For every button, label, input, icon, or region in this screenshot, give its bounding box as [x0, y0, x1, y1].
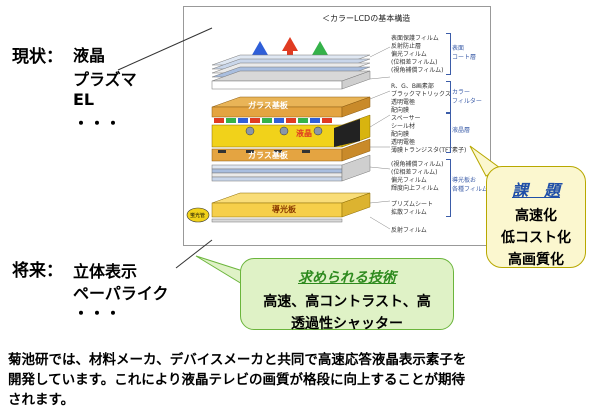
leader-lines — [369, 46, 391, 230]
challenge-line: 高画質化 — [508, 252, 564, 268]
footer-description: 菊池研では、材料メーカ、デバイスメーカと共同で高速応答液晶表示素子を 開発してい… — [8, 350, 586, 410]
required-title: 求められる技術 — [298, 270, 396, 286]
footer-line: 開発しています。これにより液晶テレビの画質が格段に向上することが期待 — [8, 372, 465, 388]
layer-label: 反射フィルム — [391, 227, 427, 234]
challenge-line: 高速化 — [515, 208, 557, 224]
layer-label: (位相差フィルム) — [391, 59, 438, 66]
fluorescent-lamp-icon — [186, 207, 210, 223]
required-tech-callout: 求められる技術 高速、高コントラスト、高 透過性シャッター — [240, 258, 454, 332]
color-filter-pixels — [214, 118, 332, 123]
bottom-glass-substrate — [211, 138, 371, 162]
layer-label: 表面保護フィルム — [391, 35, 439, 42]
lamp-label: 蛍光管 — [190, 213, 206, 219]
lcd-structure-diagram: ＜カラーLCDの基本構造 — [183, 6, 491, 246]
layer-label: シール材 — [391, 123, 416, 130]
light-arrow-green-icon — [312, 41, 328, 67]
current-item-plasma: プラズマ — [73, 70, 137, 89]
challenge-title: 課 題 — [511, 181, 560, 200]
light-guide-plate — [211, 192, 371, 223]
group-label-backlight: 導光板お 各種フィルム — [452, 177, 488, 193]
footer-line: 菊池研では、材料メーカ、デバイスメーカと共同で高速応答液晶表示素子を — [8, 352, 467, 368]
top-film-stack — [211, 54, 371, 90]
group-label-surface: 表面 コート層 — [452, 45, 477, 61]
liquid-crystal-label: 液晶 — [296, 129, 312, 138]
light-arrow-blue-icon — [252, 41, 268, 67]
current-item-lcd: 液晶 — [73, 46, 106, 65]
layer-label: (位相差フィルム) — [391, 169, 438, 176]
layer-label: 偏光フィルム — [391, 51, 427, 58]
liquid-crystal-layer — [211, 114, 371, 148]
bracket-backlight — [446, 159, 451, 217]
top-glass-label: ガラス基板 — [248, 101, 288, 110]
light-guide-label: 導光板 — [272, 205, 296, 214]
bottom-film-stack — [211, 154, 371, 182]
layer-label: 偏光フィルム — [391, 177, 427, 184]
bracket-surface — [446, 33, 451, 75]
layer-label: 拡散フィルム — [391, 209, 427, 216]
layer-label: 配向膜 — [391, 131, 410, 138]
current-item-el: EL — [73, 90, 95, 109]
required-line: 透過性シャッター — [291, 316, 403, 332]
diagram-title: ＜カラーLCDの基本構造 — [322, 14, 411, 23]
light-arrow-red-icon — [282, 37, 298, 63]
challenge-line: 低コスト化 — [501, 230, 571, 246]
future-item-ellipsis: ・・・ — [73, 304, 122, 323]
future-item-paperlike: ペーパライク — [73, 284, 169, 303]
bracket-lc — [446, 113, 451, 153]
bottom-glass-label: ガラス基板 — [248, 151, 288, 160]
layer-label: (視角補償フィルム) — [391, 161, 444, 168]
layer-label: 配向膜 — [391, 107, 410, 114]
challenge-callout: 課 題 高速化 低コスト化 高画質化 — [486, 166, 586, 268]
group-label-lc: 液晶層 — [452, 127, 471, 134]
layer-label: 透明電極 — [391, 139, 416, 146]
footer-line: されます。 — [8, 392, 75, 408]
layer-label: ブラックマトリックス — [391, 91, 451, 98]
required-line: 高速、高コントラスト、高 — [263, 294, 431, 310]
top-glass-substrate — [211, 96, 371, 118]
layer-label: 薄膜トランジスタ(TFT素子) — [391, 147, 467, 154]
layer-label: R、G、B画素部 — [391, 83, 434, 90]
future-heading: 将来： — [12, 261, 63, 281]
future-item-3d: 立体表示 — [73, 262, 138, 281]
layer-label: (視角補償フィルム) — [391, 67, 444, 74]
bracket-filter — [446, 81, 451, 113]
layer-stack-drawing — [186, 37, 391, 230]
current-heading: 現状： — [12, 47, 63, 67]
group-label-filter: カラー フィルター — [452, 89, 482, 105]
current-item-ellipsis: ・・・ — [73, 114, 122, 133]
layer-label: 輝度向上フィルム — [391, 185, 439, 192]
layer-label: スペーサー — [391, 115, 421, 122]
layer-label: プリズムシート — [391, 201, 434, 208]
layer-label: 反射防止層 — [391, 43, 422, 50]
layer-label: 透明電極 — [391, 99, 416, 106]
